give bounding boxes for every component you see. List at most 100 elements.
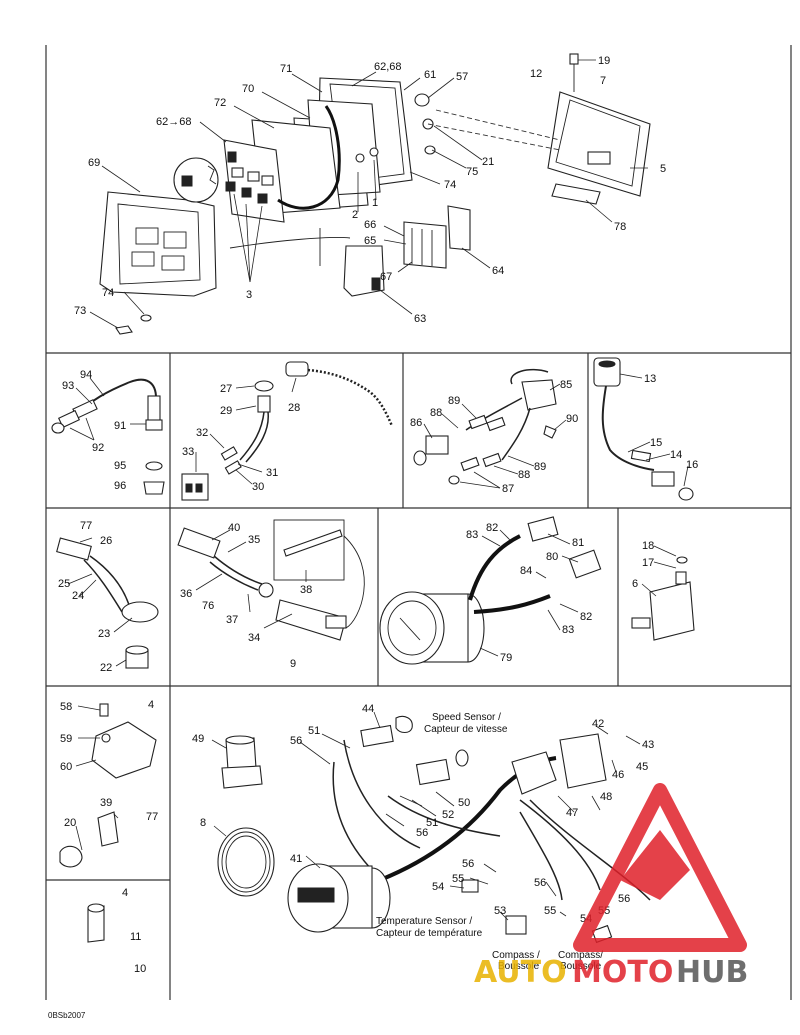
callout-23: 23 — [98, 628, 110, 640]
callout-14: 14 — [670, 449, 682, 461]
callout-16: 16 — [686, 459, 698, 471]
section-sensor-34: 40 35 38 36 76 37 34 9 — [177, 519, 365, 670]
callout-3: 3 — [246, 289, 252, 301]
callout-38: 38 — [300, 584, 312, 596]
section-main-panel: 71 62,68 61 57 70 72 62→68 69 21 75 74 2… — [74, 53, 666, 335]
callout-63: 63 — [414, 313, 426, 325]
callout-71: 71 — [280, 63, 292, 75]
callout-77-lower: 77 — [146, 811, 158, 823]
callout-75: 75 — [466, 166, 478, 178]
callout-53: 53 — [494, 905, 506, 917]
diagram-code: 0BSb2007 — [48, 1011, 86, 1020]
callout-25: 25 — [58, 578, 70, 590]
callout-95: 95 — [114, 460, 126, 472]
callout-77: 77 — [80, 520, 92, 532]
callout-12: 12 — [530, 68, 542, 80]
callout-60: 60 — [60, 761, 72, 773]
section-sensor-28: 27 28 29 32 33 31 30 — [181, 361, 394, 501]
caption-compass-1-fr: Boussole — [498, 961, 540, 972]
callout-48: 48 — [600, 791, 612, 803]
callout-86: 86 — [410, 417, 422, 429]
callout-4-lower: 4 — [122, 887, 128, 899]
caption-temperature-sensor-fr: Capteur de température — [376, 928, 483, 939]
callout-49: 49 — [192, 733, 204, 745]
caption-speed-sensor-fr: Capteur de vitesse — [424, 724, 508, 735]
callout-9: 9 — [290, 658, 296, 670]
callout-40: 40 — [228, 522, 240, 534]
callout-56-upper: 56 — [290, 735, 302, 747]
watermark-logo: AUTO MOTO HUB — [474, 783, 748, 990]
callout-82-upper: 82 — [486, 522, 498, 534]
callout-65: 65 — [364, 235, 376, 247]
callout-56-mid: 56 — [416, 827, 428, 839]
callout-61: 61 — [424, 69, 436, 81]
callout-55-a: 55 — [452, 873, 464, 885]
callout-33: 33 — [182, 446, 194, 458]
callout-22: 22 — [100, 662, 112, 674]
callout-19: 19 — [598, 55, 610, 67]
callout-70: 70 — [242, 83, 254, 95]
callout-21: 21 — [482, 156, 494, 168]
callout-80: 80 — [546, 551, 558, 563]
callout-89-upper: 89 — [448, 395, 460, 407]
watermark-triangle-icon — [573, 783, 747, 952]
callout-55-b: 55 — [544, 905, 556, 917]
section-sensor-85: 85 89 88 86 90 89 88 87 — [410, 368, 578, 495]
callout-56-c: 56 — [462, 858, 474, 870]
callout-41: 41 — [290, 853, 302, 865]
callout-6: 6 — [632, 578, 638, 590]
callout-30: 30 — [252, 481, 264, 493]
callout-91: 91 — [114, 420, 126, 432]
callout-5: 5 — [660, 163, 666, 175]
callout-24: 24 — [72, 590, 84, 602]
callout-8: 8 — [200, 817, 206, 829]
callout-62-68: 62,68 — [374, 61, 402, 73]
callout-66: 66 — [364, 219, 376, 231]
callout-36: 36 — [180, 588, 192, 600]
callout-42: 42 — [592, 718, 604, 730]
caption-compass-2: Compass/ — [558, 950, 603, 961]
callout-74-upper: 74 — [444, 179, 456, 191]
callout-59: 59 — [60, 733, 72, 745]
callout-43: 43 — [642, 739, 654, 751]
callout-92: 92 — [92, 442, 104, 454]
callout-67: 67 — [380, 271, 392, 283]
callout-94: 94 — [80, 369, 92, 381]
callout-27: 27 — [220, 383, 232, 395]
callout-39: 39 — [100, 797, 112, 809]
callout-88-upper: 88 — [430, 407, 442, 419]
caption-speed-sensor: Speed Sensor / — [432, 712, 501, 723]
callout-93: 93 — [62, 380, 74, 392]
section-sensor-91: 94 93 92 91 95 96 — [51, 369, 165, 495]
callout-58: 58 — [60, 701, 72, 713]
callout-82-lower: 82 — [580, 611, 592, 623]
section-sensor-6: 18 17 6 — [631, 540, 695, 641]
callout-89-lower: 89 — [534, 461, 546, 473]
callout-54-a: 54 — [432, 881, 444, 893]
callout-96: 96 — [114, 480, 126, 492]
callout-31: 31 — [266, 467, 278, 479]
caption-compass-1: Compass / — [492, 950, 540, 961]
section-sensor-23: 77 26 25 24 23 22 — [56, 520, 159, 674]
callout-51-upper: 51 — [308, 725, 320, 737]
callout-74-lower: 74 — [102, 287, 114, 299]
caption-compass-2-fr: Boussole — [560, 961, 602, 972]
callout-51-lower: 51 — [426, 817, 438, 829]
callout-1: 1 — [372, 197, 378, 209]
callout-17: 17 — [642, 557, 654, 569]
section-frame — [45, 45, 792, 1000]
callout-34: 34 — [248, 632, 260, 644]
callout-88-lower: 88 — [518, 469, 530, 481]
callout-84: 84 — [520, 565, 532, 577]
callout-29: 29 — [220, 405, 232, 417]
callout-57: 57 — [456, 71, 468, 83]
callout-18: 18 — [642, 540, 654, 552]
callout-56-d: 56 — [534, 877, 546, 889]
callout-72: 72 — [214, 97, 226, 109]
callout-2: 2 — [352, 209, 358, 221]
callout-26: 26 — [100, 535, 112, 547]
callout-4-upper: 4 — [148, 699, 154, 711]
callout-85: 85 — [560, 379, 572, 391]
watermark-mountain-icon — [620, 830, 690, 900]
